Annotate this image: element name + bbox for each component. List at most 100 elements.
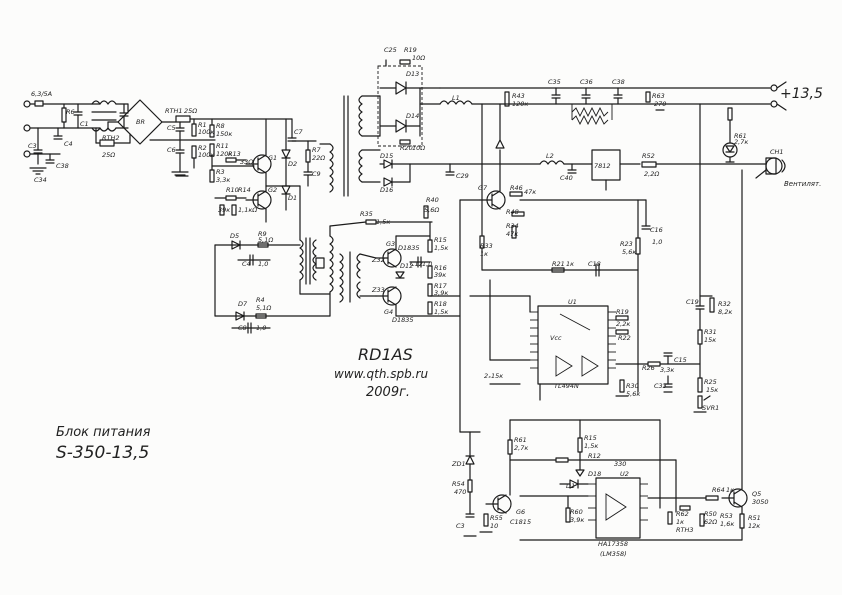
label-r8-value: 150к <box>216 130 232 138</box>
label-r53-value: 1,6к <box>720 520 734 528</box>
label-r60: R60 <box>570 508 583 516</box>
label-c35: C35 <box>548 78 561 86</box>
label-7812: 7812 <box>594 162 611 170</box>
label-r46: R46 <box>510 184 523 192</box>
label-r1-value: 100к <box>198 128 214 136</box>
bulk-capacitors <box>149 115 293 183</box>
label-r6: R6 <box>66 108 75 116</box>
label-q5: Q5 <box>752 490 761 498</box>
label-l2: L2 <box>546 152 554 160</box>
bridge-rectifier <box>107 99 177 145</box>
label-rth1-value: 25Ω <box>184 107 197 115</box>
label-r15-a: R15 <box>434 236 447 244</box>
label-u2-part: HA17358 <box>598 540 628 548</box>
label-r43-value: 120к <box>512 100 528 108</box>
label-r35-value: 1,5к <box>376 218 390 226</box>
label-r22: R22 <box>618 334 631 342</box>
label-r34-value: 47к <box>506 230 518 238</box>
label-r3: R3 <box>216 168 225 176</box>
label-g7: G7 <box>478 184 488 192</box>
label-r25-value: 15к <box>706 386 718 394</box>
label-ch1: CH1 <box>770 148 784 156</box>
label-r21: R21 <box>552 260 565 268</box>
label-l1: L1 <box>452 94 460 102</box>
voltage-adjust <box>695 103 715 409</box>
label-r50-value: 62Ω <box>704 518 717 526</box>
label-r55-value: 10 <box>490 522 498 530</box>
label-r25: R25 <box>704 378 717 386</box>
label-g4-type: D1835 <box>392 316 414 324</box>
label-r30: R30 <box>626 382 639 390</box>
label-c25: C25 <box>384 46 397 54</box>
label-d13: D13 <box>406 70 419 78</box>
year-label: 2009г. <box>366 385 410 400</box>
label-r14-value: 1,1кΩ <box>238 206 257 214</box>
label-r2-value: 100к <box>198 151 214 159</box>
label-r19-value: 10Ω <box>412 54 425 62</box>
label-d7: D7 <box>238 300 248 308</box>
label-zd1: ZD1 <box>451 460 466 468</box>
label-r15-cl-value: 1,5к <box>584 442 598 450</box>
label-u1: U1 <box>568 298 577 306</box>
label-r52: R52 <box>642 152 655 160</box>
label-bridge: BR <box>136 118 145 126</box>
label-c38-out: C38 <box>612 78 625 86</box>
label-rth1: RTH1 <box>165 107 183 115</box>
label-r3-value: 3,3к <box>216 176 230 184</box>
label-r62: R62 <box>676 510 689 518</box>
label-d2: D2 <box>288 160 297 168</box>
ground-symbols <box>175 109 707 537</box>
label-c9: C9 <box>312 170 321 178</box>
label-r1: R1 <box>198 121 207 129</box>
label-c12-value: 1,0 <box>422 260 432 268</box>
output-voltage-label: +13,5 <box>780 86 823 102</box>
tl494-controller <box>469 253 701 401</box>
label-d12: D12 <box>400 262 413 270</box>
label-r40: R40 <box>426 196 439 204</box>
label-2x15k: 2ₓ15к <box>484 372 503 380</box>
label-r63: R63 <box>652 92 665 100</box>
label-r17: R17 <box>434 282 448 290</box>
current-limit <box>459 169 748 541</box>
fan-regulator <box>449 149 786 191</box>
label-r61-led-value: 2,7к <box>734 138 748 146</box>
label-r54-value: 470 <box>454 488 466 496</box>
label-c15: C15 <box>674 356 687 364</box>
label-c36: C36 <box>580 78 593 86</box>
label-r43: R43 <box>512 92 525 100</box>
label-r35: R35 <box>360 210 373 218</box>
label-r32: R32 <box>718 300 731 308</box>
label-c6: C6 <box>167 146 176 154</box>
label-r20-value: 10Ω <box>412 144 425 152</box>
label-u2-alt: (LM358) <box>600 550 627 558</box>
label-r17-value: 3,9к <box>434 289 448 297</box>
label-c3: C3 <box>28 142 37 150</box>
mains-input <box>23 100 131 175</box>
label-r64: R64 <box>712 486 725 494</box>
label-c4-drive-value: 1,0 <box>258 260 268 268</box>
label-c8: C8 <box>238 324 247 332</box>
label-d16: D16 <box>380 186 393 194</box>
label-r31-value: 15к <box>704 336 716 344</box>
label-r40-value: 5,6Ω <box>424 206 439 214</box>
main-transformer <box>287 95 381 197</box>
secondary-drivers <box>479 103 651 271</box>
title-line-1: Блок питания <box>56 425 151 440</box>
label-r33: R33 <box>480 242 493 250</box>
label-c4: C4 <box>64 140 73 148</box>
fan-label: Вентилят. <box>784 180 821 188</box>
output-filter <box>439 81 787 163</box>
label-g4: G4 <box>384 308 393 316</box>
label-r7: R7 <box>312 146 322 154</box>
label-c8-value: 1,0 <box>256 324 266 332</box>
label-c29: C29 <box>456 172 469 180</box>
label-r55: R55 <box>490 514 503 522</box>
label-c7: C7 <box>294 128 304 136</box>
label-c33: C33 <box>654 382 667 390</box>
label-d1-cl: D1 <box>566 482 575 490</box>
label-u1-part: TL494N <box>554 382 579 390</box>
label-r8: R8 <box>216 122 225 130</box>
label-d15: D15 <box>380 152 393 160</box>
label-z32: Z32 <box>371 256 385 264</box>
